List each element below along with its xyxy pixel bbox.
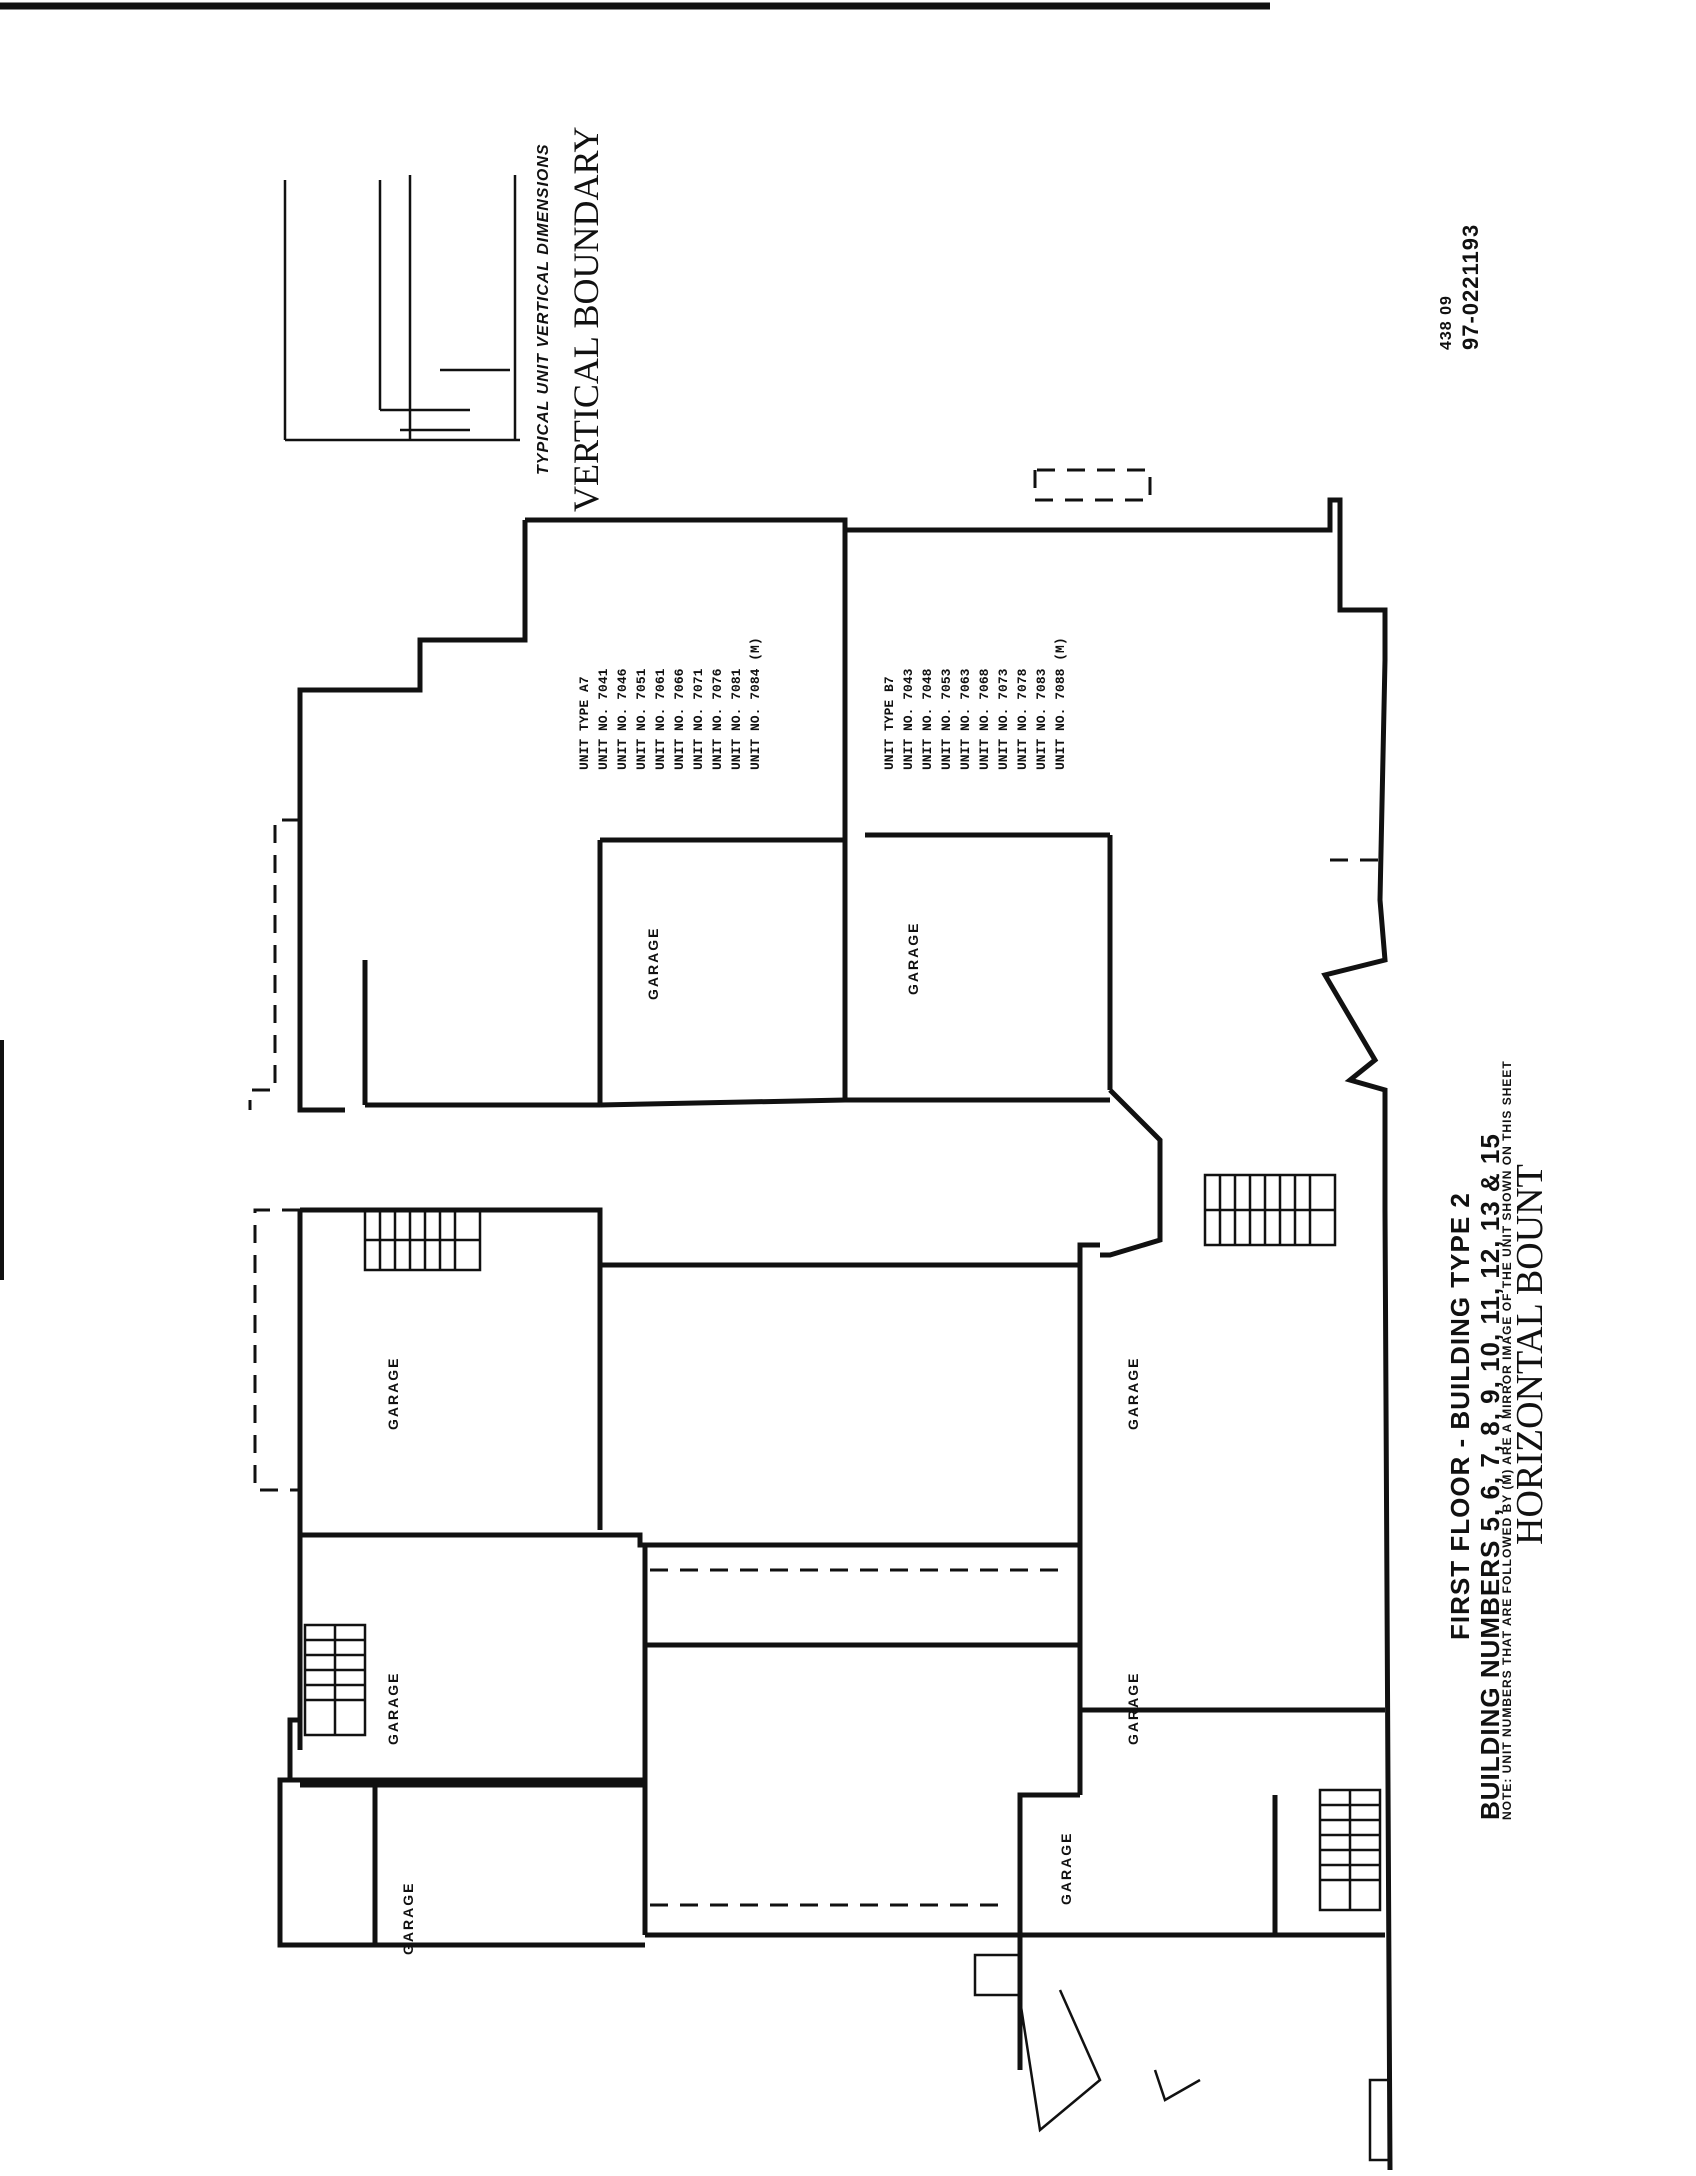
building-outline [277, 497, 1393, 2171]
unit-a7-item: UNIT NO. 7084 (M) [748, 637, 763, 770]
garage-label-left-upper: GARAGE [385, 1356, 401, 1430]
horizontal-boundary-label: HORIZONTAL BOUNT [1509, 1164, 1551, 1545]
unit-type-a7-list: UNIT TYPE A7 UNIT NO. 7041 UNIT NO. 7046… [575, 637, 765, 770]
unit-b7-item: UNIT NO. 7088 (M) [1053, 637, 1068, 770]
sheet-title-line1: FIRST FLOOR - BUILDING TYPE 2 [1445, 1192, 1475, 1640]
vertical-boundary-label: VERTICAL BOUNDARY [566, 126, 606, 512]
unit-a7-item: UNIT NO. 7076 [710, 668, 725, 770]
entry-stoop [973, 1953, 1392, 2162]
stair-4 [1318, 1788, 1382, 1912]
unit-a7-item: UNIT NO. 7081 [729, 668, 744, 770]
garage-label-b7: GARAGE [905, 921, 921, 995]
unit-a7-item: UNIT NO. 7051 [634, 668, 649, 770]
recording-book-line: 438 09 [1438, 295, 1455, 350]
unit-a7-item: UNIT NO. 7041 [596, 668, 611, 770]
vertical-dims-title: TYPICAL UNIT VERTICAL DIMENSIONS [535, 143, 552, 475]
unit-type-a7-title: UNIT TYPE A7 [577, 676, 592, 770]
unit-a7-item: UNIT NO. 7061 [653, 668, 668, 770]
unit-b7-item: UNIT NO. 7053 [939, 668, 954, 770]
recording-doc-number: 97-0221193 [1458, 223, 1483, 350]
dashed-outlines [248, 468, 1380, 1907]
vertical-dimensions-diagram [283, 175, 520, 442]
garage-label-left-middle: GARAGE [385, 1671, 401, 1745]
unit-b7-item: UNIT NO. 7078 [1015, 668, 1030, 770]
unit-a7-item: UNIT NO. 7066 [672, 668, 687, 770]
stair-3 [303, 1623, 367, 1737]
unit-b7-item: UNIT NO. 7068 [977, 668, 992, 770]
unit-b7-item: UNIT NO. 7063 [958, 668, 973, 770]
unit-a7-item: UNIT NO. 7046 [615, 668, 630, 770]
stair-2 [1203, 1173, 1337, 1247]
unit-type-b7-title: UNIT TYPE B7 [882, 676, 897, 770]
unit-b7-item: UNIT NO. 7073 [996, 668, 1011, 770]
garage-label-right-middle: GARAGE [1125, 1671, 1141, 1745]
garage-label-right-lower: GARAGE [1058, 1831, 1074, 1905]
unit-b7-item: UNIT NO. 7083 [1034, 668, 1049, 770]
unit-b7-item: UNIT NO. 7043 [901, 668, 916, 770]
stair-1 [363, 1208, 482, 1272]
garage-label-left-lower: GARAGE [400, 1881, 416, 1955]
unit-type-b7-list: UNIT TYPE B7 UNIT NO. 7043 UNIT NO. 7048… [880, 637, 1070, 770]
garage-label-a7: GARAGE [645, 926, 661, 1000]
unit-b7-item: UNIT NO. 7048 [920, 668, 935, 770]
garage-label-right-upper: GARAGE [1125, 1356, 1141, 1430]
unit-a7-item: UNIT NO. 7071 [691, 668, 706, 770]
